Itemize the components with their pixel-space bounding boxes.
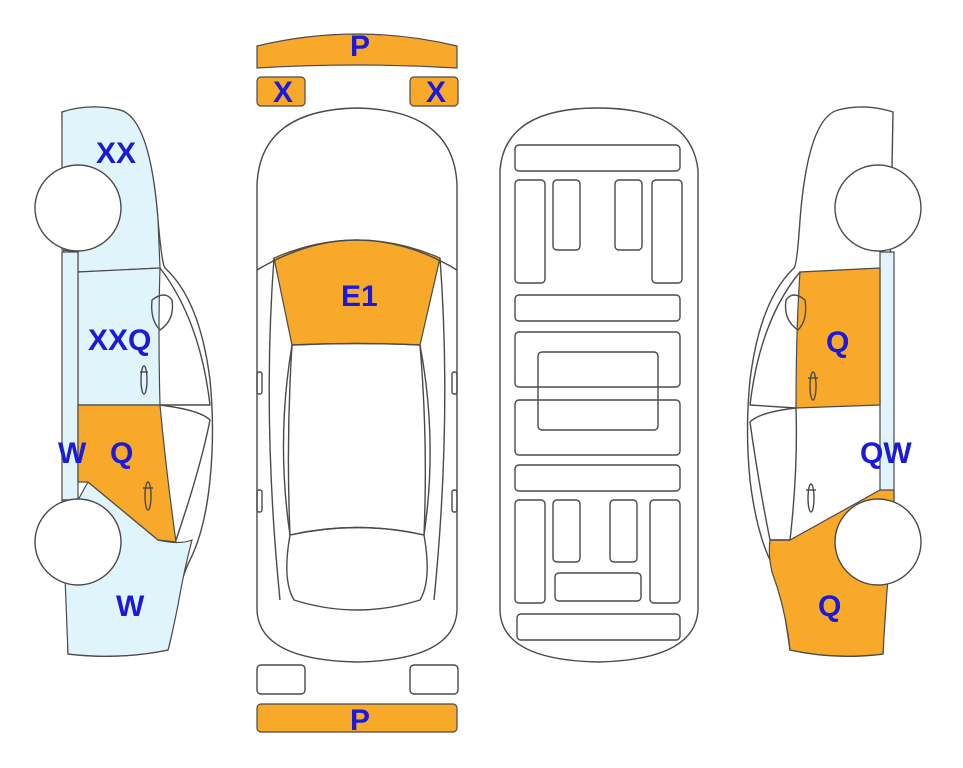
underside-panel [514,179,546,284]
underside-panel [516,613,681,641]
left-headlight-label: X [273,76,293,109]
right-rear-mirror [451,489,458,513]
front-bumper[interactable] [256,33,458,69]
left-taillight [256,664,306,695]
left-pillar-line [150,294,174,331]
underside-panel [514,464,681,492]
underside-panel [554,572,642,602]
underside-panel [514,331,681,388]
right-mirror [451,371,458,395]
hood-surround [256,239,458,271]
left-rear-quarter-label: W [116,590,145,623]
underside-panel [514,499,546,604]
right-side-line [433,257,446,601]
underside-panel [609,499,638,563]
left-front-fender-label: XX [96,137,136,170]
underside-outline [499,107,699,663]
left-front-door-label: XXQ [88,324,151,357]
right-rear-door-line [770,407,798,541]
underside-center-panel [537,351,659,431]
underside-panel [552,499,581,563]
top-view: P X X E1 P [256,30,459,737]
right-rocker-label: QW [860,437,912,470]
left-front-wheel [34,164,122,252]
trunk-outline [286,526,428,611]
right-window-line [749,271,801,409]
underside-panel [514,294,681,322]
top-body-outline [256,107,458,663]
right-rear-quarter-label: Q [818,590,841,623]
right-taillight [409,664,459,695]
left-headlight[interactable] [256,76,306,107]
left-rear-door-handle [143,481,153,511]
front-bumper-label: P [350,30,370,63]
left-rear-window [159,404,211,541]
left-rear-mirror [256,489,263,513]
hood-label: E1 [341,280,378,313]
right-front-wheel [834,164,922,252]
underside-panel [514,144,681,172]
left-mirror [256,371,263,395]
cabin-outline [287,342,427,536]
right-inner-line [419,344,431,536]
left-rocker-label: W [58,437,87,470]
left-rear-wheel [34,498,122,586]
rear-bumper-label: P [350,704,370,737]
right-pillar-line [784,294,807,331]
left-rear-door[interactable] [77,404,177,543]
underside-panel [552,179,581,251]
underside-panel [514,399,681,456]
left-side-view: XX XXQ W Q W [34,106,214,657]
left-side-line [268,257,281,601]
underside-view [499,107,699,663]
underside-panel [651,179,683,284]
left-window-line [159,267,211,406]
left-rear-door-label: Q [110,437,133,470]
underside-panel [614,179,643,251]
left-front-door-handle [140,365,148,395]
right-front-door-label: Q [826,326,849,359]
right-rear-window [749,407,797,541]
right-side-view: Q QW Q [746,106,922,657]
right-headlight[interactable] [409,76,459,107]
right-rear-wheel [834,498,922,586]
underside-panel [649,499,681,604]
right-front-door-handle [808,371,818,401]
rear-bumper[interactable] [256,703,458,733]
right-rear-door-handle [806,483,816,513]
left-inner-line [282,344,293,536]
right-headlight-label: X [426,76,446,109]
